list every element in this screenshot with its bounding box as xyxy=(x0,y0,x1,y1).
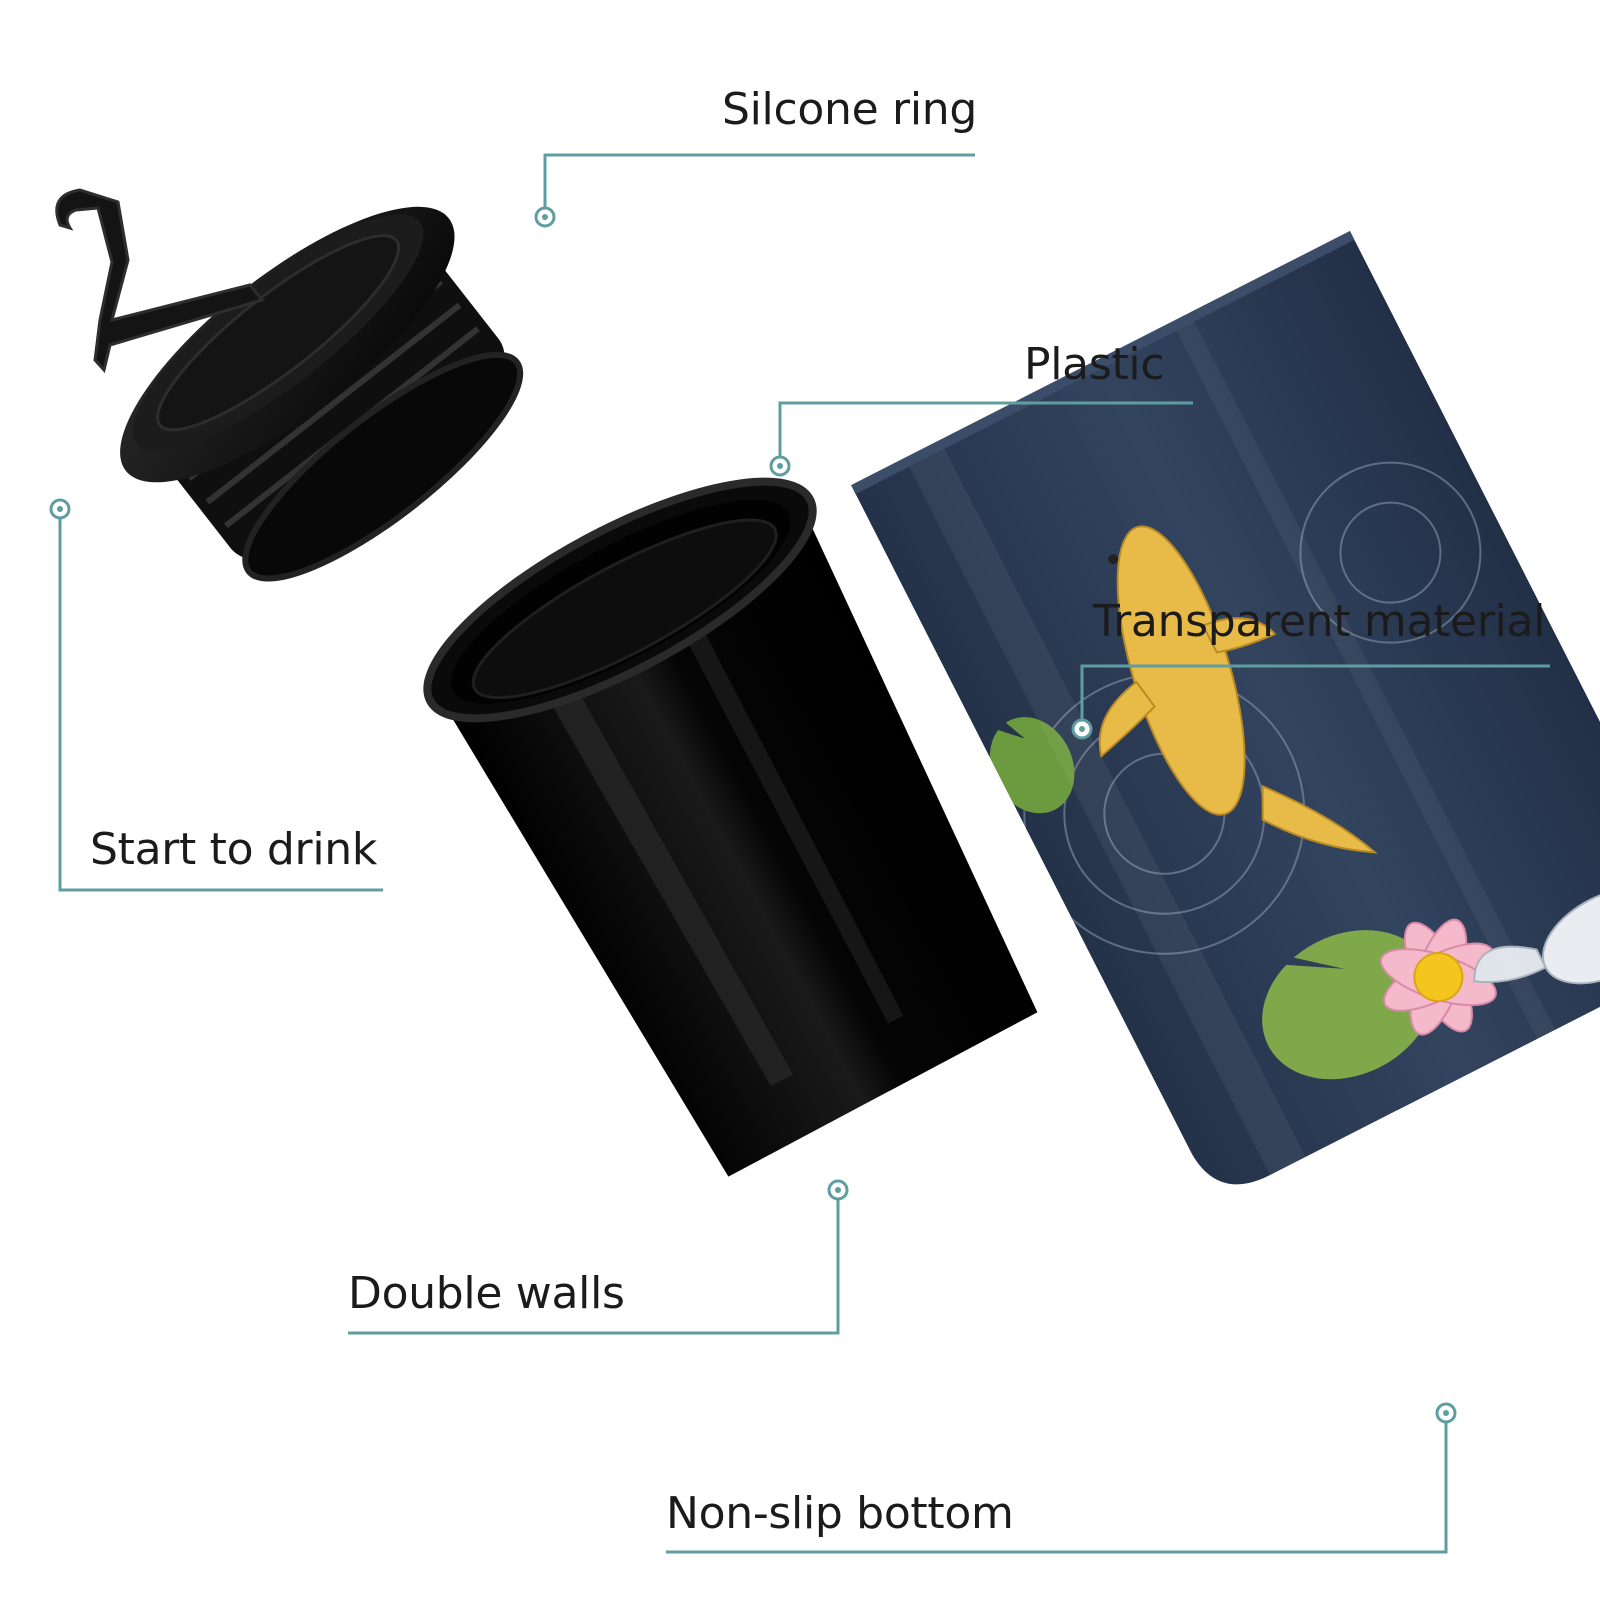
lid-flip-handle xyxy=(55,188,265,374)
callout-dots xyxy=(49,206,1457,1424)
koi-gold xyxy=(1098,525,1378,854)
leader-non-slip-bottom xyxy=(666,1413,1448,1554)
leader-start-to-drink xyxy=(58,509,383,892)
koi-red-white xyxy=(1473,886,1600,985)
leader-plastic xyxy=(778,401,1193,466)
label-double-walls: Double walls xyxy=(348,1268,625,1319)
label-non-slip-bottom: Non-slip bottom xyxy=(666,1488,1014,1539)
lid-silicone-ring xyxy=(242,351,524,582)
callout-lines xyxy=(58,153,1550,1554)
leader-silicone-ring xyxy=(543,153,975,217)
lid-thread-neck xyxy=(168,255,505,560)
label-plastic: Plastic xyxy=(1024,339,1165,390)
lily-pad-small xyxy=(989,717,1075,814)
leader-transparent-material xyxy=(1080,664,1550,729)
label-start-to-drink: Start to drink xyxy=(90,824,378,875)
lotus-flower xyxy=(1379,918,1497,1036)
label-silicone-ring: Silcone ring xyxy=(722,84,977,135)
lid xyxy=(55,188,524,582)
outer-sleeve xyxy=(851,230,1600,1203)
label-transparent-material: Transparent material xyxy=(1093,596,1546,647)
inner-cup xyxy=(423,477,1038,1177)
leader-double-walls xyxy=(348,1190,840,1335)
